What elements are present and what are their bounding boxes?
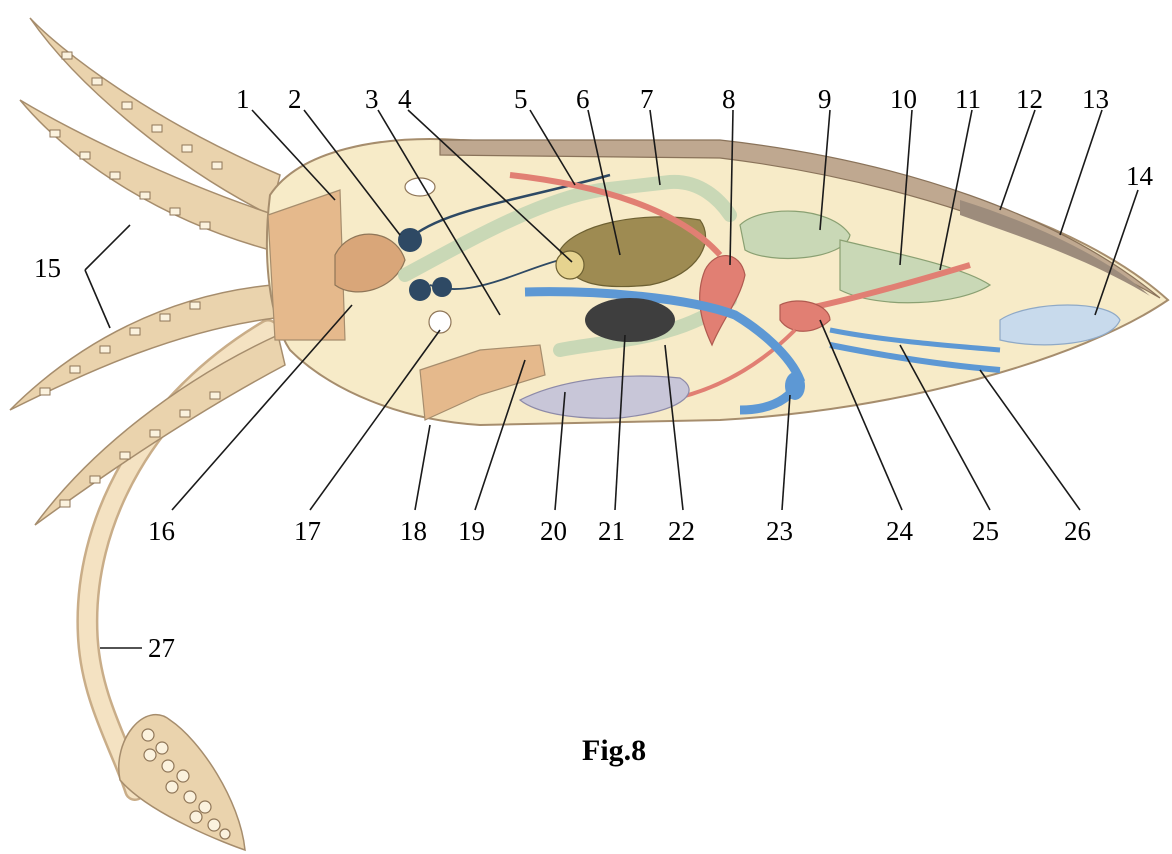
statocyst: [429, 311, 451, 333]
label-2: 2: [288, 84, 302, 114]
label-22: 22: [668, 516, 695, 546]
label-21: 21: [598, 516, 625, 546]
stellate-ganglion: [432, 277, 452, 297]
figure-caption: Fig.8: [582, 734, 646, 767]
pedal-ganglion: [409, 279, 431, 301]
label-9: 9: [818, 84, 832, 114]
buccal-skin: [268, 190, 345, 340]
label-13: 13: [1082, 84, 1109, 114]
label-11: 11: [955, 84, 981, 114]
label-25: 25: [972, 516, 999, 546]
label-16: 16: [148, 516, 175, 546]
branchial-heart: [785, 372, 805, 400]
label-5: 5: [514, 84, 528, 114]
stomach-entry: [556, 251, 584, 279]
label-4: 4: [398, 84, 412, 114]
label-27: 27: [148, 633, 175, 663]
label-6: 6: [576, 84, 590, 114]
label-10: 10: [890, 84, 917, 114]
label-15: 15: [34, 253, 61, 283]
label-7: 7: [640, 84, 654, 114]
label-8: 8: [722, 84, 736, 114]
label-19: 19: [458, 516, 485, 546]
label-17: 17: [294, 516, 321, 546]
ink-sac: [585, 298, 675, 342]
label-26: 26: [1064, 516, 1091, 546]
label-18: 18: [400, 516, 427, 546]
cerebral-ganglion: [398, 228, 422, 252]
label-24: 24: [886, 516, 914, 546]
label-1: 1: [236, 84, 250, 114]
label-20: 20: [540, 516, 567, 546]
label-12: 12: [1016, 84, 1043, 114]
label-14: 14: [1126, 161, 1154, 191]
label-23: 23: [766, 516, 793, 546]
label-3: 3: [365, 84, 379, 114]
